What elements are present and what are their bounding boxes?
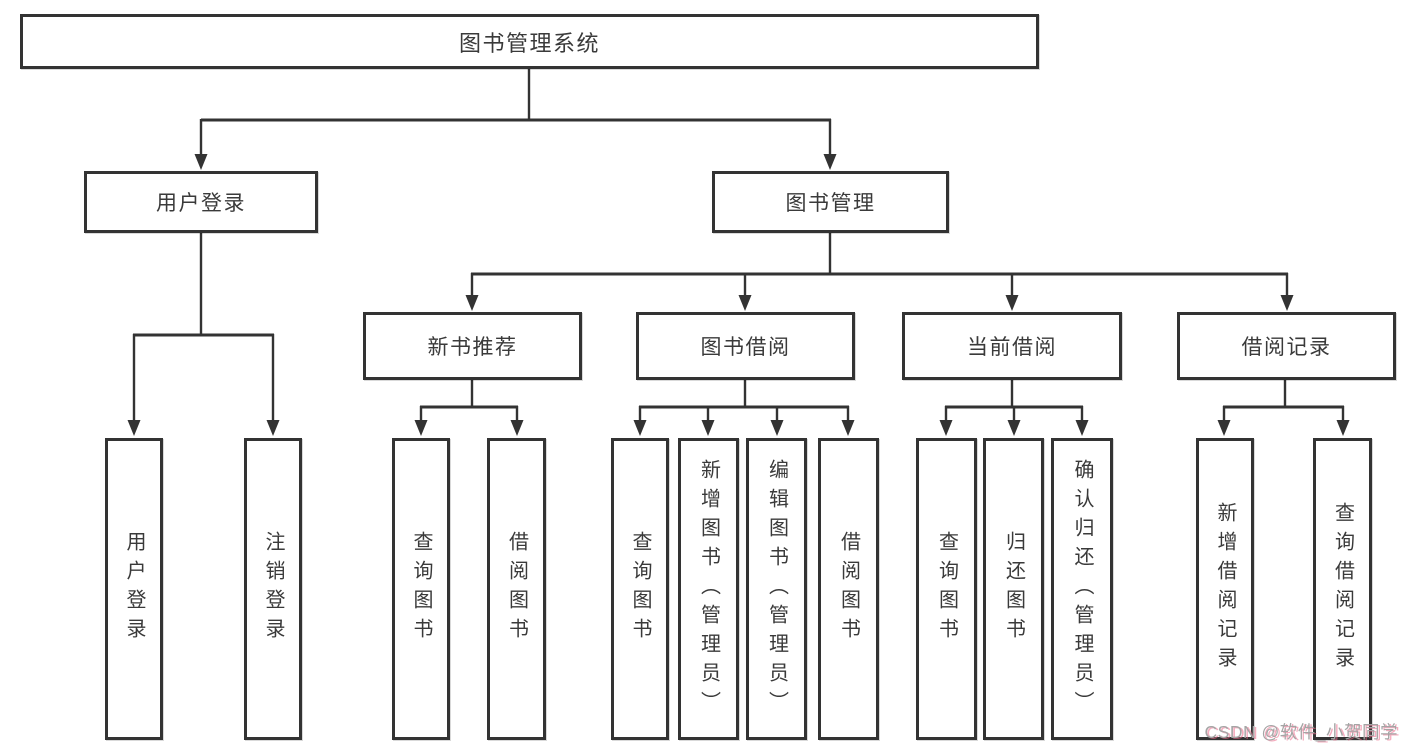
leaf-borrow-books-recommend-label: 借阅图书 (505, 531, 528, 647)
node-borrow-records: 借阅记录 (1177, 312, 1396, 380)
leaf-query-books-current: 查询图书 (916, 438, 977, 740)
node-user-login: 用户登录 (84, 171, 318, 233)
leaf-confirm-return-admin: 确认归还（管理员） (1051, 438, 1113, 740)
leaf-query-books-borrowing-label: 查询图书 (629, 531, 651, 647)
leaf-edit-book-admin-label: 编辑图书（管理员） (765, 458, 788, 720)
leaf-return-book: 归还图书 (983, 438, 1044, 740)
leaf-query-books-recommend-label: 查询图书 (410, 531, 432, 647)
node-book-management: 图书管理 (712, 171, 949, 233)
leaf-add-borrow-record-label: 新增借阅记录 (1214, 502, 1236, 676)
watermark-csdn: CSDN @软件_小贺同学 (1204, 722, 1398, 742)
leaf-logout-label: 注销登录 (262, 531, 284, 647)
leaf-logout: 注销登录 (244, 438, 302, 740)
node-library-management-system: 图书管理系统 (20, 14, 1039, 69)
node-book-borrowing-label: 图书借阅 (700, 336, 791, 359)
leaf-query-books-recommend: 查询图书 (392, 438, 450, 740)
node-user-login-label: 用户登录 (156, 192, 246, 215)
leaf-borrow-books-borrowing: 借阅图书 (818, 438, 879, 740)
node-book-borrowing: 图书借阅 (636, 312, 855, 380)
leaf-query-borrow-record: 查询借阅记录 (1313, 438, 1372, 740)
leaf-query-books-borrowing: 查询图书 (611, 438, 669, 740)
node-new-book-recommend-label: 新书推荐 (427, 336, 518, 359)
node-borrow-records-label: 借阅记录 (1241, 336, 1332, 359)
leaf-add-book-admin: 新增图书（管理员） (678, 438, 739, 740)
leaf-borrow-books-borrowing-label: 借阅图书 (837, 531, 860, 647)
leaf-edit-book-admin: 编辑图书（管理员） (746, 438, 807, 740)
leaf-query-borrow-record-label: 查询借阅记录 (1331, 502, 1354, 676)
leaf-query-books-current-label: 查询图书 (935, 531, 958, 647)
node-current-borrowing: 当前借阅 (902, 312, 1122, 380)
leaf-return-book-label: 归还图书 (1002, 531, 1025, 647)
leaf-user-login-label: 用户登录 (123, 531, 145, 647)
node-book-management-label: 图书管理 (785, 192, 876, 215)
leaf-add-book-admin-label: 新增图书（管理员） (697, 458, 720, 720)
leaf-borrow-books-recommend: 借阅图书 (487, 438, 546, 740)
node-library-management-system-label: 图书管理系统 (458, 30, 600, 56)
node-current-borrowing-label: 当前借阅 (967, 336, 1057, 359)
node-new-book-recommend: 新书推荐 (363, 312, 582, 380)
leaf-user-login: 用户登录 (105, 438, 163, 740)
leaf-confirm-return-admin-label: 确认归还（管理员） (1071, 458, 1093, 720)
leaf-add-borrow-record: 新增借阅记录 (1196, 438, 1254, 740)
